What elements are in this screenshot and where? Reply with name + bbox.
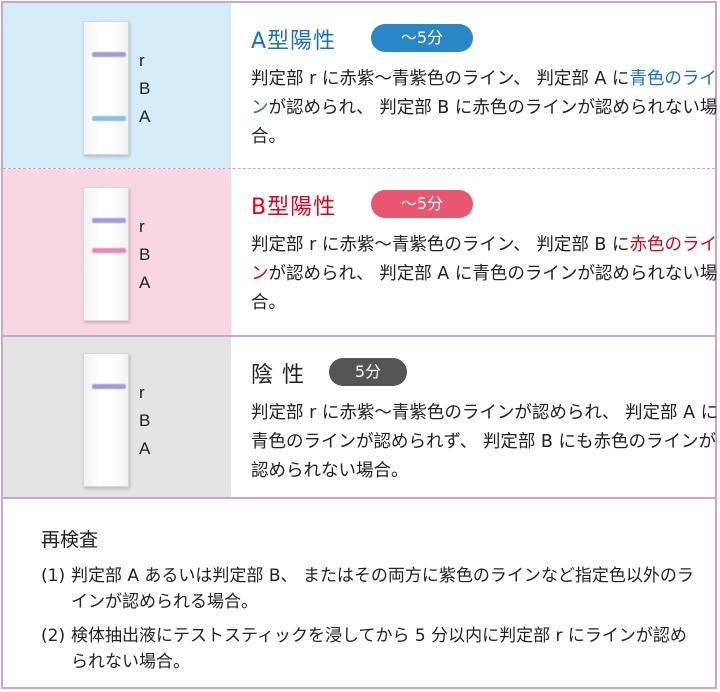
band-r xyxy=(92,384,126,389)
strip-panel-a: r B A xyxy=(3,3,231,168)
retest-item-number: (2) xyxy=(41,626,66,646)
desc-a-highlight: 青色のライン xyxy=(251,69,717,118)
strip-label-a: A xyxy=(139,439,151,458)
result-text-b: B型陽性 ～5分 判定部 r に赤紫～青紫色のライン、 判定部 B に赤色のライ… xyxy=(231,169,717,335)
strip-panel-b: r B A xyxy=(3,169,231,335)
result-row-a-positive: r B A A型陽性 ～5分 判定部 r に赤紫～青紫色のライン、 判定部 A … xyxy=(3,3,717,169)
retest-title: 再検査 xyxy=(41,529,99,551)
strip-label-a: A xyxy=(139,107,151,126)
result-text-a: A型陽性 ～5分 判定部 r に赤紫～青紫色のライン、 判定部 A に青色のライ… xyxy=(231,3,717,168)
strip-label-b: B xyxy=(139,245,151,264)
time-badge-negative: 5分 xyxy=(329,358,407,386)
retest-item-text: 判定部 A あるいは判定部 B、 またはその両方に紫色のラインなど指定色以外のラ… xyxy=(71,566,694,612)
desc-a-pre: 判定部 r に赤紫～青紫色のライン、 判定部 A に xyxy=(251,69,630,89)
result-desc-b: 判定部 r に赤紫～青紫色のライン、 判定部 B に赤色のラインが認められ、 判… xyxy=(251,231,720,318)
test-strip-a xyxy=(83,21,129,155)
result-row-negative: r B A 陰 性 5分 判定部 r に赤紫～青紫色のラインが認められ、 判定部… xyxy=(3,335,718,499)
retest-item-number: (1) xyxy=(41,566,66,586)
test-strip-b xyxy=(83,187,129,321)
result-desc-negative: 判定部 r に赤紫～青紫色のラインが認められ、 判定部 A に青色のラインが認め… xyxy=(251,403,719,481)
strip-label-b: B xyxy=(139,411,151,430)
desc-b-highlight: 赤色のライン xyxy=(251,235,717,284)
band-a-blue xyxy=(92,116,126,121)
desc-b-pre: 判定部 r に赤紫～青紫色のライン、 判定部 B に xyxy=(251,235,630,255)
retest-item: (2) 検体抽出液にテストスティックを浸してから 5 分以内に判定部 r にライ… xyxy=(41,623,701,675)
strip-label-r: r xyxy=(139,51,145,70)
result-title-b: B型陽性 xyxy=(251,195,337,220)
band-b-pink xyxy=(92,248,126,253)
strip-label-a: A xyxy=(139,273,151,292)
time-badge-b: ～5分 xyxy=(371,190,473,218)
result-title-a: A型陽性 xyxy=(251,29,337,54)
band-r xyxy=(92,52,126,57)
desc-b-post: が認められ、 判定部 A に青色のラインが認められない場合。 xyxy=(251,264,718,313)
result-row-b-positive: r B A B型陽性 ～5分 判定部 r に赤紫～青紫色のライン、 判定部 B … xyxy=(3,169,717,335)
band-r xyxy=(92,218,126,223)
retest-section: 再検査 (1) 判定部 A あるいは判定部 B、 またはその両方に紫色のラインな… xyxy=(3,499,715,687)
test-strip-negative xyxy=(83,353,129,487)
strip-label-r: r xyxy=(139,383,145,402)
result-desc-a: 判定部 r に赤紫～青紫色のライン、 判定部 A に青色のラインが認められ、 判… xyxy=(251,65,720,152)
retest-item: (1) 判定部 A あるいは判定部 B、 またはその両方に紫色のラインなど指定色… xyxy=(41,563,701,615)
time-badge-a: ～5分 xyxy=(371,24,473,52)
strip-label-r: r xyxy=(139,217,145,236)
retest-item-text: 検体抽出液にテストスティックを浸してから 5 分以内に判定部 r にラインが認め… xyxy=(71,626,687,672)
desc-a-post: が認められ、 判定部 B に赤色のラインが認められない場合。 xyxy=(251,98,718,147)
strip-label-b: B xyxy=(139,79,151,98)
result-text-negative: 陰 性 5分 判定部 r に赤紫～青紫色のラインが認められ、 判定部 A に青色… xyxy=(231,337,718,497)
result-title-negative: 陰 性 xyxy=(251,363,305,388)
strip-panel-negative: r B A xyxy=(3,337,231,497)
